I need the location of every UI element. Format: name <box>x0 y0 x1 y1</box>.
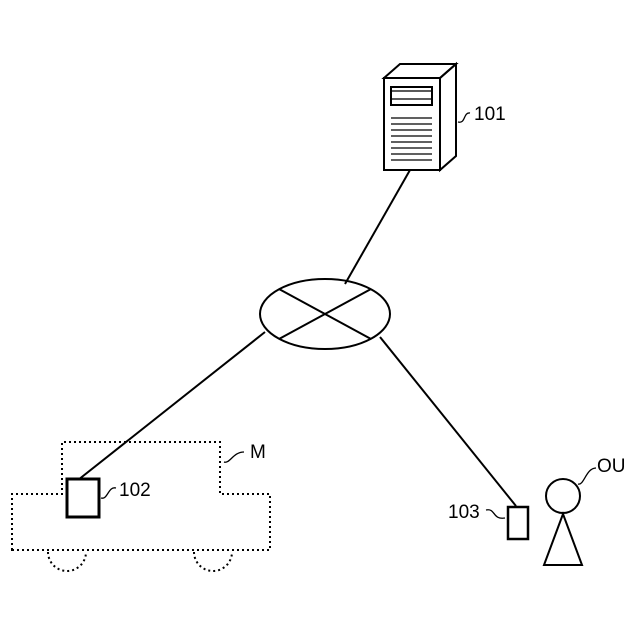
terminal-102-icon <box>67 479 99 517</box>
network-icon <box>260 279 390 349</box>
leader-103 <box>486 510 505 518</box>
leader-101 <box>458 113 470 122</box>
link-network-terminal-103 <box>380 337 516 506</box>
leader-m <box>224 452 244 462</box>
server-icon <box>384 64 456 170</box>
label-vehicle: M <box>250 442 266 463</box>
vehicle-outline <box>12 442 270 571</box>
terminal-103-icon <box>508 507 528 539</box>
label-server: 101 <box>474 104 506 125</box>
leader-102 <box>101 488 116 498</box>
label-user: OU <box>597 456 626 477</box>
label-terminal-user: 103 <box>448 502 480 523</box>
label-terminal-vehicle: 102 <box>119 480 151 501</box>
user-icon <box>544 479 582 565</box>
link-server-network <box>345 170 410 284</box>
link-network-terminal-102 <box>78 332 265 480</box>
leader-ou <box>578 468 596 484</box>
